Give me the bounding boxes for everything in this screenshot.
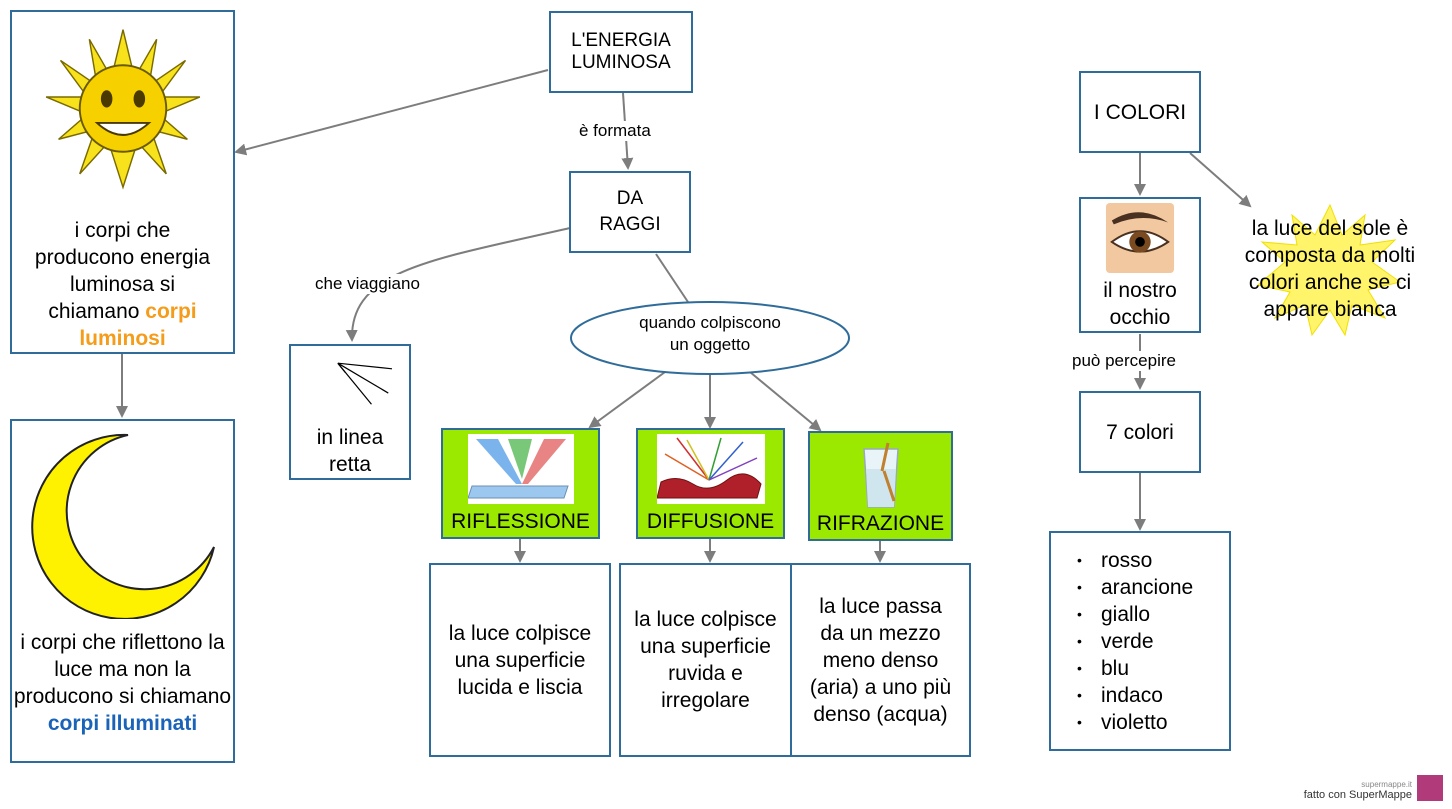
linea-retta-label: in linea retta bbox=[316, 426, 384, 476]
link-label-che-viaggiano: che viaggiano bbox=[313, 274, 422, 294]
riflessione-desc-text: la luce colpisce una superficie lucida e… bbox=[448, 621, 592, 699]
list-item: giallo bbox=[1077, 601, 1193, 628]
footer-brand: supermappe.it fatto con SuperMappe bbox=[1304, 780, 1412, 801]
rays-icon bbox=[337, 362, 393, 405]
link-raggi-linea bbox=[345, 227, 571, 342]
rifrazione-desc-text: la luce passa da un mezzo meno denso (ar… bbox=[809, 594, 952, 726]
node-corpi-illuminati[interactable]: i corpi che riflettono la luce ma non la… bbox=[10, 419, 235, 763]
occhio-label: il nostro occhio bbox=[1103, 279, 1177, 329]
colpiscono-label: quando colpiscono un oggetto bbox=[639, 313, 781, 354]
link-raggi-colpiscono bbox=[655, 253, 691, 306]
sun-icon bbox=[45, 29, 200, 190]
glass-straw-icon bbox=[862, 442, 899, 508]
energia-label: L'ENERGIA LUMINOSA bbox=[571, 30, 671, 73]
list-item: arancione bbox=[1077, 574, 1193, 601]
diffusione-title: DIFFUSIONE bbox=[646, 510, 775, 533]
node-corpi-luminosi[interactable]: i corpi che producono energia luminosa s… bbox=[10, 10, 235, 354]
node-occhio[interactable]: il nostro occhio bbox=[1079, 197, 1201, 333]
link-label-puo-percepire: può percepire bbox=[1070, 351, 1178, 371]
corpi-illuminati-highlight: corpi illuminati bbox=[47, 712, 198, 735]
color-list: rosso arancione giallo verde blu indaco … bbox=[1077, 547, 1193, 736]
node-7-colori[interactable]: 7 colori bbox=[1079, 391, 1201, 473]
footer-site: supermappe.it bbox=[1361, 780, 1412, 789]
colpiscono-ellipse bbox=[570, 301, 850, 375]
list-item: rosso bbox=[1077, 547, 1193, 574]
node-riflessione[interactable]: RIFLESSIONE bbox=[441, 428, 600, 539]
diffusione-desc-text: la luce colpisce una superficie ruvida e… bbox=[634, 608, 777, 712]
link-colp-rifl bbox=[588, 371, 666, 429]
riflessione-title: RIFLESSIONE bbox=[451, 510, 590, 533]
node-riflessione-desc[interactable]: la luce colpisce una superficie lucida e… bbox=[429, 563, 611, 757]
node-color-list[interactable]: rosso arancione giallo verde blu indaco … bbox=[1049, 531, 1231, 751]
luce-sole-text: la luce del sole è composta da molti col… bbox=[1244, 217, 1416, 321]
node-rifrazione[interactable]: RIFRAZIONE bbox=[808, 431, 953, 541]
node-da-raggi[interactable]: DA RAGGI bbox=[569, 171, 691, 253]
node-diffusione-desc[interactable]: la luce colpisce una superficie ruvida e… bbox=[619, 563, 792, 757]
corpi-luminosi-highlight: corpi luminosi bbox=[79, 300, 197, 350]
node-linea-retta[interactable]: in linea retta bbox=[289, 344, 411, 480]
starburst-shape bbox=[1256, 203, 1402, 337]
eye-icon bbox=[1105, 203, 1175, 273]
node-energia-luminosa[interactable]: L'ENERGIA LUMINOSA bbox=[549, 11, 693, 93]
diffusion-image bbox=[656, 434, 765, 504]
list-item: indaco bbox=[1077, 682, 1193, 709]
list-item: blu bbox=[1077, 655, 1193, 682]
reflection-image bbox=[467, 434, 574, 504]
supermappe-logo-icon bbox=[1417, 775, 1443, 801]
rifrazione-title: RIFRAZIONE bbox=[816, 512, 945, 535]
node-luce-sole[interactable]: la luce del sole è composta da molti col… bbox=[1222, 215, 1438, 323]
list-item: violetto bbox=[1077, 709, 1193, 736]
corpi-illuminati-text: i corpi che riflettono la luce ma non la… bbox=[13, 631, 232, 708]
footer-made-with: fatto con SuperMappe bbox=[1303, 789, 1412, 801]
corpi-luminosi-text: i corpi che producono energia luminosa s… bbox=[34, 219, 211, 323]
link-label-e-formata: è formata bbox=[577, 121, 653, 141]
node-diffusione[interactable]: DIFFUSIONE bbox=[636, 428, 785, 539]
link-colori-sole bbox=[1189, 152, 1252, 208]
node-i-colori[interactable]: I COLORI bbox=[1079, 71, 1201, 153]
colori-label: I COLORI bbox=[1093, 100, 1187, 124]
node-colpiscono[interactable]: quando colpiscono un oggetto bbox=[590, 312, 830, 356]
moon-icon bbox=[30, 433, 215, 619]
link-colp-rifr bbox=[749, 371, 822, 432]
list-item: verde bbox=[1077, 628, 1193, 655]
raggi-label: DA RAGGI bbox=[599, 188, 661, 235]
sette-colori-label: 7 colori bbox=[1106, 420, 1174, 444]
link-energia-luminosi bbox=[234, 69, 549, 156]
node-rifrazione-desc[interactable]: la luce passa da un mezzo meno denso (ar… bbox=[790, 563, 971, 757]
